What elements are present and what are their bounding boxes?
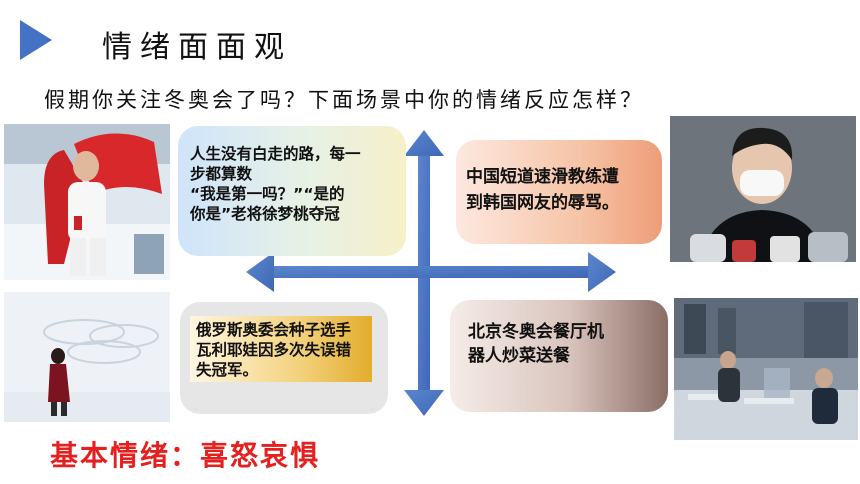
athlete-flag-photo xyxy=(4,124,170,280)
scene-card-robot-restaurant: 北京冬奥会餐厅机 器人炒菜送餐 xyxy=(450,300,668,412)
scene-card-valieva: 俄罗斯奥委会种子选手 瓦利耶娃因多次失误错 失冠军。 xyxy=(180,302,388,414)
scene-card-coach-abuse: 中国短道速滑教练遭 到韩国网友的辱骂。 xyxy=(456,140,662,244)
scene-line: 北京冬奥会餐厅机 xyxy=(468,322,604,342)
scene-line: 器人炒菜送餐 xyxy=(468,346,570,366)
play-triangle-icon xyxy=(20,20,52,60)
question-text: 假期你关注冬奥会了吗？下面场景中你的情绪反应怎样？ xyxy=(44,88,644,112)
skater-ice-photo xyxy=(4,292,170,422)
page-title: 情绪面面观 xyxy=(102,30,292,65)
scene-card-valieva-text: 俄罗斯奥委会种子选手 瓦利耶娃因多次失误错 失冠军。 xyxy=(190,316,372,382)
four-way-arrow-icon xyxy=(246,130,616,416)
robot-restaurant-photo xyxy=(674,298,858,440)
scene-line: “我是第一吗？”“是的 xyxy=(190,185,345,203)
scene-line: 你是”老将徐梦桃夺冠 xyxy=(190,205,340,223)
scene-line: 失冠军。 xyxy=(196,361,259,379)
scene-line: 到韩国网友的辱骂。 xyxy=(466,193,619,213)
coach-mask-photo xyxy=(670,116,856,262)
scene-line: 俄罗斯奥委会种子选手 xyxy=(196,321,352,339)
basic-emotions-summary: 基本情绪：喜怒哀惧 xyxy=(50,439,321,472)
scene-line: 瓦利耶娃因多次失误错 xyxy=(196,341,352,359)
scene-card-xu-mengtao: 人生没有白走的路，每一 步都算数 “我是第一吗？”“是的 你是”老将徐梦桃夺冠 xyxy=(178,126,406,256)
scene-line: 步都算数 xyxy=(190,165,253,183)
scene-line: 人生没有白走的路，每一 xyxy=(190,145,361,163)
scene-line: 中国短道速滑教练遭 xyxy=(466,167,619,187)
